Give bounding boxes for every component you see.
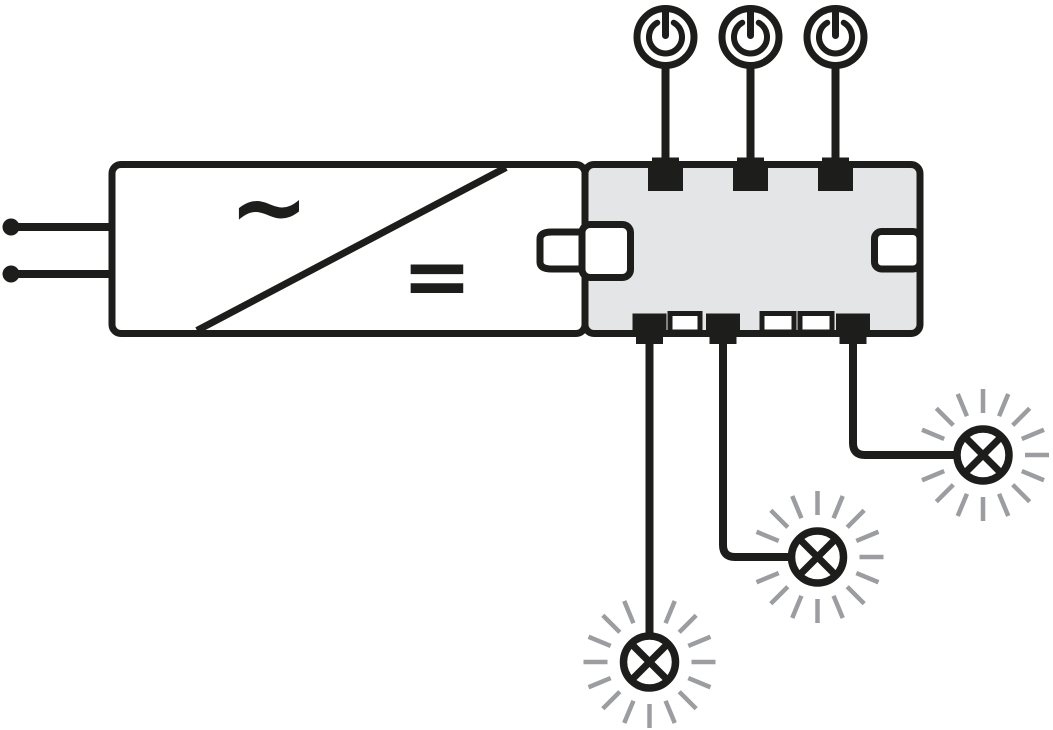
lamp-wires — [645, 328, 957, 634]
output-plug — [536, 228, 584, 273]
lamp-2 — [755, 491, 884, 623]
switch-3 — [803, 5, 868, 162]
light-ray — [855, 570, 880, 585]
light-ray — [1020, 468, 1045, 483]
top-port-3 — [818, 157, 853, 191]
light-ray — [587, 634, 612, 649]
light-ray — [1011, 406, 1032, 427]
dc-symbol: = — [402, 227, 472, 325]
light-ray — [622, 600, 636, 625]
power-arc — [816, 19, 855, 57]
output-socket — [871, 228, 924, 273]
light-ray — [934, 406, 955, 427]
light-ray — [769, 585, 790, 606]
light-ray — [1011, 483, 1032, 504]
light-ray — [955, 492, 970, 517]
lamp-cross — [628, 641, 671, 683]
power-arc — [731, 19, 770, 57]
lamp-wire-2 — [719, 328, 792, 561]
light-ray — [755, 570, 780, 585]
light-ray — [845, 585, 866, 606]
light-ray — [855, 529, 880, 544]
lead-tip-2 — [2, 265, 20, 283]
switch-2 — [718, 5, 783, 162]
converter-diagonal — [195, 164, 508, 334]
light-ray — [790, 594, 804, 619]
lamp-wire-3 — [849, 328, 957, 459]
mains-input — [2, 218, 114, 283]
empty-slot-2 — [759, 311, 797, 335]
light-ray — [677, 690, 698, 711]
port-block — [818, 165, 853, 191]
light-ray — [677, 613, 698, 634]
light-ray — [996, 492, 1011, 517]
empty-slot-1 — [667, 311, 703, 335]
light-ray — [769, 508, 790, 529]
light-ray — [601, 690, 622, 711]
lamp-3 — [921, 389, 1049, 521]
light-ray — [587, 675, 612, 690]
top-port-2 — [733, 157, 768, 191]
light-ray — [601, 613, 622, 634]
port-block — [706, 313, 740, 335]
top-port-1 — [648, 157, 683, 191]
port-block — [648, 165, 683, 191]
light-ray — [687, 675, 712, 690]
lamp-cross — [962, 434, 1004, 476]
empty-slot-3 — [797, 311, 835, 335]
port-cap — [822, 157, 849, 169]
lamp-cross — [796, 536, 839, 578]
port-cap — [737, 157, 764, 169]
port-block — [632, 313, 667, 335]
light-ray — [831, 594, 845, 619]
power-arc — [646, 19, 685, 57]
power-supply: ~ = — [108, 151, 589, 337]
light-ray — [755, 529, 780, 544]
light-ray — [921, 468, 946, 483]
light-ray — [921, 427, 946, 442]
light-ray — [845, 508, 866, 529]
distributor — [578, 157, 924, 344]
light-ray — [622, 699, 636, 724]
lead-tip-1 — [2, 218, 20, 236]
port-cap — [652, 157, 679, 169]
port-block — [836, 313, 870, 335]
light-ray — [831, 495, 845, 520]
input-socket — [578, 221, 634, 281]
lamp-1 — [583, 600, 716, 728]
light-ray — [934, 483, 955, 504]
light-ray — [1020, 427, 1045, 442]
light-ray — [955, 393, 970, 418]
light-ray — [663, 600, 677, 625]
light-ray — [996, 393, 1011, 418]
light-ray — [790, 495, 804, 520]
port-block — [733, 165, 768, 191]
lamps — [583, 389, 1049, 728]
ac-symbol: ~ — [229, 151, 309, 263]
switch-1 — [633, 5, 698, 162]
light-ray — [687, 634, 712, 649]
switches — [633, 5, 868, 162]
light-ray — [663, 699, 677, 724]
